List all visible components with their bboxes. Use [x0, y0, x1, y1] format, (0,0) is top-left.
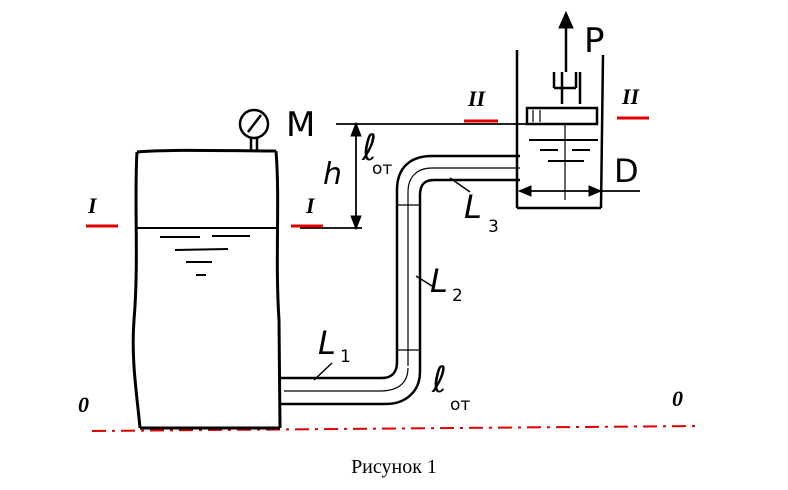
pipe-l1 — [280, 376, 386, 406]
section-marks — [86, 116, 649, 228]
section-1-right-label: I — [305, 193, 316, 218]
gauge-label: M — [286, 105, 315, 145]
datum-line — [91, 425, 701, 432]
pipe-l3-sub: 3 — [488, 217, 499, 237]
datum-left-label: 0 — [78, 392, 89, 417]
force-label: P — [584, 21, 605, 61]
pipe-l3-label: L — [464, 188, 482, 226]
manometer — [238, 108, 270, 152]
pipe-bend-upper — [395, 154, 435, 196]
figure-caption: Рисунок 1 — [351, 456, 437, 478]
reservoir-tank — [131, 148, 282, 430]
force-arrow — [558, 10, 574, 72]
section-1-left-label: I — [87, 193, 98, 218]
pipe-bend-lower — [379, 361, 422, 406]
bend-lower-label: ℓ — [431, 360, 447, 401]
cylinder-liquid — [529, 139, 598, 162]
pipe-l2 — [395, 190, 422, 372]
pipe-l2-sub: 2 — [452, 286, 463, 306]
bend-lower-sub: от — [450, 395, 470, 415]
pipe-l1-sub: 1 — [340, 347, 351, 367]
pipe-l1-label: L — [318, 324, 336, 362]
tank-liquid-surface — [135, 227, 278, 276]
height-dimension — [300, 121, 527, 231]
leader-lines — [313, 177, 471, 381]
piston — [525, 72, 599, 200]
height-label: h — [323, 157, 342, 192]
datum-right-label: 0 — [672, 386, 683, 411]
bend-upper-label: ℓ — [361, 128, 377, 169]
pipe-l3 — [432, 154, 520, 182]
bend-upper-sub: от — [372, 159, 392, 179]
diameter-label: D — [614, 152, 639, 190]
cylinder — [515, 50, 605, 210]
section-2-right-label: II — [621, 84, 641, 109]
pipe-l2-label: L — [430, 262, 448, 300]
diameter-dimension — [517, 185, 640, 197]
section-2-left-label: II — [467, 86, 487, 111]
